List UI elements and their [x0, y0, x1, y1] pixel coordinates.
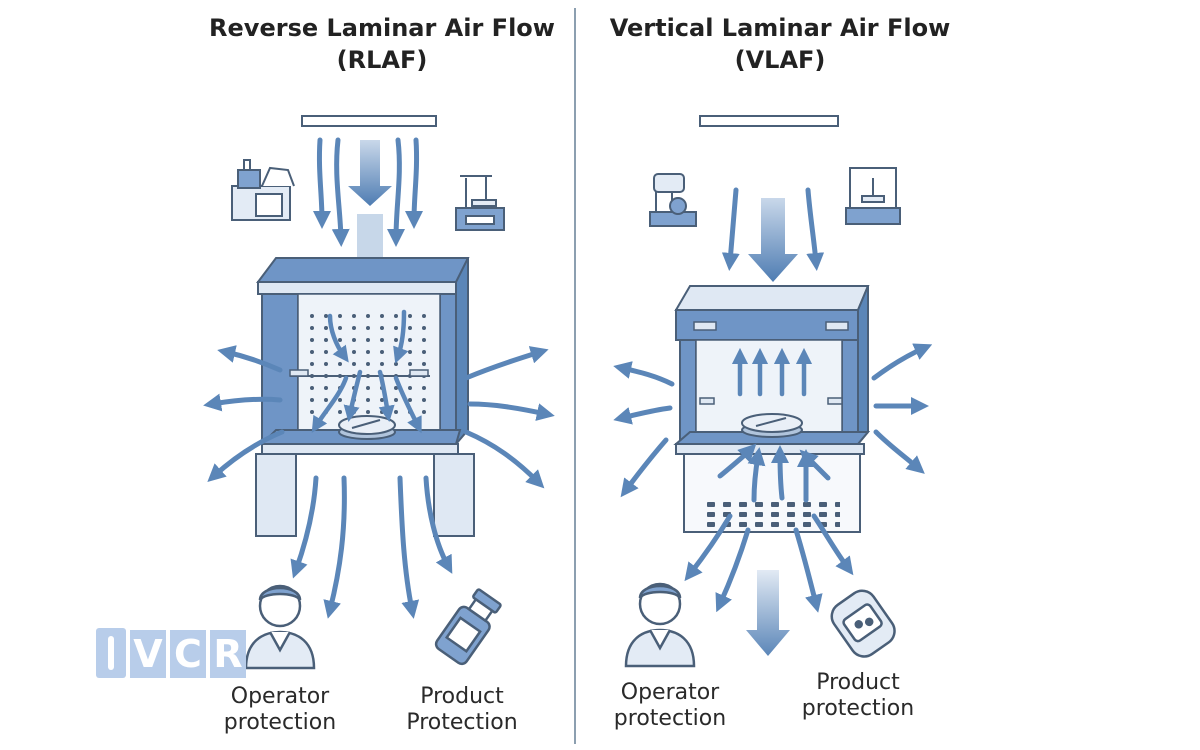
vlaf-operator-caption-line1: Operator	[620, 680, 720, 705]
rlaf-diagram	[203, 115, 555, 670]
vlaf-petri-dish-icon	[741, 413, 803, 438]
vlaf-product-caption-line1: Product	[816, 670, 900, 695]
vlaf-side-outflow-right	[871, 343, 933, 474]
rlaf-title-line2: (RLAF)	[336, 46, 428, 74]
vlaf-vial-shield-icon	[830, 589, 896, 658]
rlaf-title: Reverse Laminar Air Flow (RLAF)	[172, 12, 592, 76]
rlaf-hepa-filter-icon	[301, 115, 437, 127]
panel-divider	[574, 8, 576, 744]
vlaf-operator-icon	[624, 582, 696, 668]
vlaf-bottom-arrows	[684, 443, 854, 613]
rlaf-cabinet	[255, 257, 475, 537]
rlaf-product-caption-line2: Protection	[406, 710, 518, 735]
rlaf-side-outflow-left	[203, 345, 285, 483]
rlaf-main-downflow-arrow	[348, 140, 392, 206]
rlaf-title-line1: Reverse Laminar Air Flow	[209, 14, 555, 42]
vlaf-intake-arrows	[721, 187, 825, 271]
vcr-logo-letter-c: C	[170, 630, 206, 678]
vlaf-balance-scale-icon	[845, 167, 901, 225]
vlaf-side-outflow-left	[613, 361, 675, 498]
rlaf-petri-dish-icon	[338, 415, 396, 440]
vcr-logo-letter-v: V	[130, 630, 166, 678]
vlaf-cabinet	[673, 285, 871, 533]
vlaf-title: Vertical Laminar Air Flow (VLAF)	[570, 12, 990, 76]
rlaf-operator-caption-line2: protection	[223, 710, 337, 735]
vlaf-product-caption: Product protection	[768, 670, 948, 722]
vlaf-title-line1: Vertical Laminar Air Flow	[609, 14, 951, 42]
rlaf-balance-scale-icon	[455, 175, 505, 231]
vlaf-hepa-filter-icon	[699, 115, 839, 127]
vlaf-diagram	[613, 115, 933, 668]
rlaf-product-caption-line1: Product	[420, 684, 504, 709]
vlaf-main-downflow-arrow	[748, 198, 798, 282]
vcr-logo-letter-r: R	[210, 630, 246, 678]
rlaf-operator-caption-line1: Operator	[230, 684, 330, 709]
vlaf-exhaust-arrow	[746, 570, 790, 656]
rlaf-product-caption: Product Protection	[372, 684, 552, 736]
rlaf-operator-icon	[244, 584, 316, 670]
rlaf-operator-caption: Operator protection	[190, 684, 370, 736]
vlaf-product-caption-line2: protection	[801, 696, 915, 721]
rlaf-bottom-outflow	[290, 475, 453, 619]
rlaf-vial-icon	[434, 588, 502, 666]
rlaf-intake-arrows	[312, 137, 424, 247]
vlaf-operator-caption: Operator protection	[580, 680, 760, 732]
rlaf-lab-equipment-icon	[231, 159, 295, 221]
vcr-logo-mark-icon	[96, 628, 126, 678]
vlaf-internal-arrows	[731, 347, 813, 397]
vlaf-operator-caption-line2: protection	[613, 706, 727, 731]
vlaf-title-line2: (VLAF)	[734, 46, 826, 74]
vlaf-coffee-machine-icon	[649, 173, 697, 227]
rlaf-internal-arrows	[311, 309, 422, 434]
rlaf-side-outflow-right	[463, 346, 555, 489]
vcr-watermark-logo: V C R	[96, 624, 246, 680]
